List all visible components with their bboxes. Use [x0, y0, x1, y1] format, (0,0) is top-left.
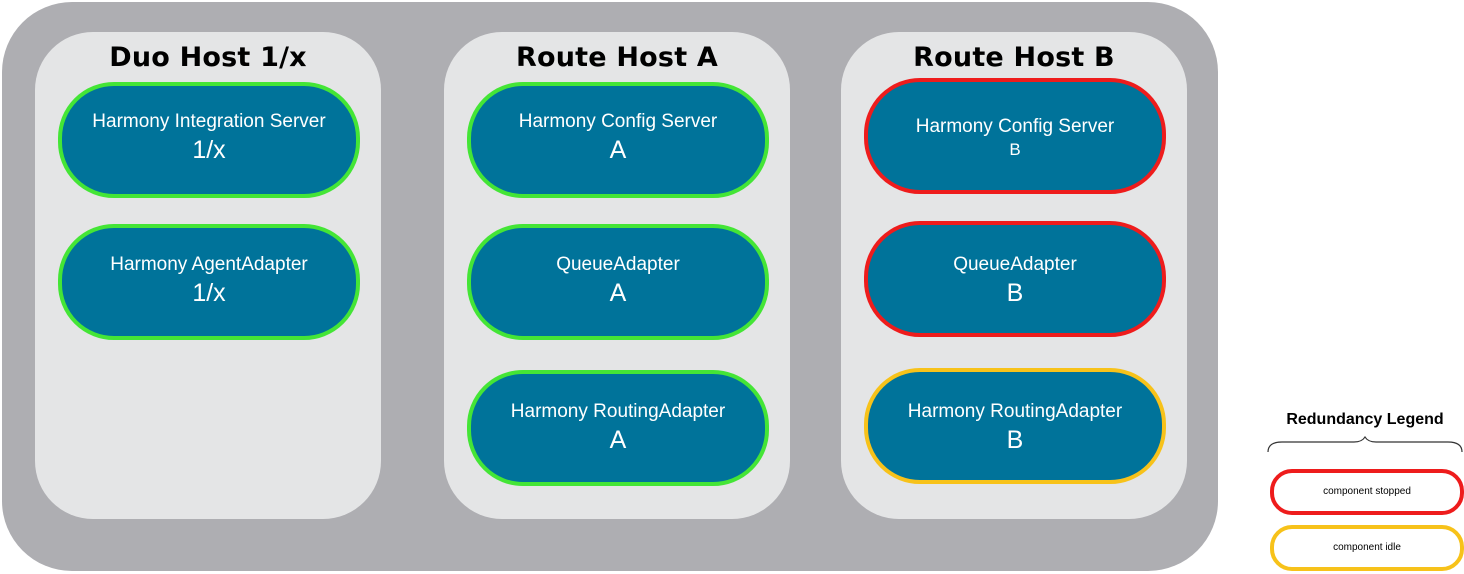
- component-name: Harmony Config Server: [915, 116, 1115, 137]
- component-agent-adapter[interactable]: Harmony AgentAdapter 1/x: [58, 224, 360, 340]
- legend-item-stopped: component stopped: [1270, 469, 1464, 515]
- component-routing-adapter-a[interactable]: Harmony RoutingAdapter A: [467, 370, 769, 486]
- host-route-b: Route Host B Harmony Config Server B Que…: [841, 32, 1187, 519]
- component-name: Harmony Integration Server: [92, 111, 326, 132]
- component-name: QueueAdapter: [953, 254, 1077, 275]
- component-integration-server[interactable]: Harmony Integration Server 1/x: [58, 82, 360, 198]
- legend-item-idle: component idle: [1270, 525, 1464, 571]
- component-name: Harmony RoutingAdapter: [510, 401, 726, 422]
- legend-item-label: component idle: [1333, 542, 1401, 553]
- component-routing-adapter-b[interactable]: Harmony RoutingAdapter B: [864, 368, 1166, 484]
- component-config-server-a[interactable]: Harmony Config Server A: [467, 82, 769, 198]
- component-instance: B: [1006, 426, 1024, 454]
- component-instance: A: [609, 279, 627, 307]
- component-instance: 1/x: [192, 279, 226, 307]
- component-queue-adapter-b[interactable]: QueueAdapter B: [864, 221, 1166, 337]
- component-config-server-b[interactable]: Harmony Config Server B: [864, 78, 1166, 194]
- legend-title: Redundancy Legend: [1286, 411, 1444, 428]
- host-title: Route Host A: [516, 42, 718, 73]
- component-instance: A: [609, 136, 627, 164]
- component-name: QueueAdapter: [556, 254, 680, 275]
- legend-brace-icon: [1267, 436, 1463, 453]
- host-title: Route Host B: [913, 42, 1115, 73]
- component-name: Harmony Config Server: [518, 111, 718, 132]
- host-route-a: Route Host A Harmony Config Server A Que…: [444, 32, 790, 519]
- component-instance: B: [1009, 140, 1021, 159]
- component-instance: B: [1006, 279, 1024, 307]
- component-instance: A: [609, 426, 627, 454]
- component-queue-adapter-a[interactable]: QueueAdapter A: [467, 224, 769, 340]
- component-name: Harmony RoutingAdapter: [907, 401, 1123, 422]
- legend-item-label: component stopped: [1323, 486, 1411, 497]
- component-name: Harmony AgentAdapter: [110, 254, 308, 275]
- host-title: Duo Host 1/x: [109, 42, 307, 73]
- deployment-frame: Duo Host 1/x Harmony Integration Server …: [2, 2, 1218, 571]
- component-instance: 1/x: [192, 136, 226, 164]
- host-duo-1x: Duo Host 1/x Harmony Integration Server …: [35, 32, 381, 519]
